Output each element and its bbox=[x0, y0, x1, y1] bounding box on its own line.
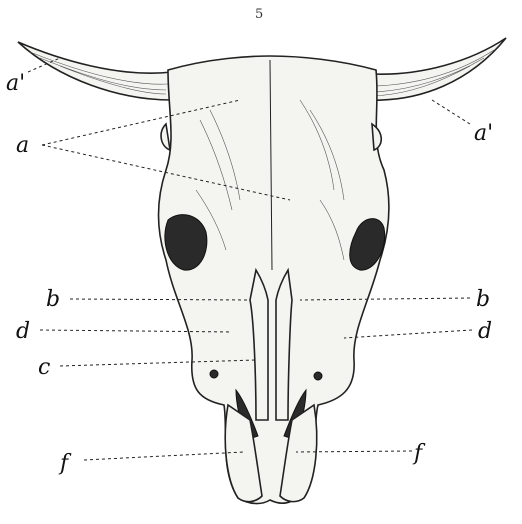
label-f-right: f bbox=[412, 441, 426, 466]
label-f-left: f bbox=[58, 451, 72, 476]
right-foramen bbox=[314, 372, 322, 380]
leader-a-prime-right bbox=[432, 100, 470, 124]
left-horn bbox=[18, 42, 172, 100]
label-b-right: b bbox=[476, 287, 490, 312]
label-a-prime-left: a' bbox=[6, 71, 25, 96]
label-b-left: b bbox=[46, 287, 60, 312]
label-a-prime-right: a' bbox=[474, 121, 493, 146]
label-d-right: d bbox=[478, 319, 492, 344]
figure-number: 5 bbox=[255, 7, 263, 22]
label-c: c bbox=[38, 355, 50, 380]
label-a: a bbox=[16, 133, 29, 158]
label-d-left: d bbox=[16, 319, 30, 344]
skull-body bbox=[159, 56, 389, 504]
leader-d-right bbox=[344, 330, 472, 338]
left-ear-process bbox=[161, 124, 170, 150]
leader-f-left bbox=[84, 452, 244, 460]
right-ear-process bbox=[372, 124, 381, 150]
left-foramen bbox=[210, 370, 218, 378]
